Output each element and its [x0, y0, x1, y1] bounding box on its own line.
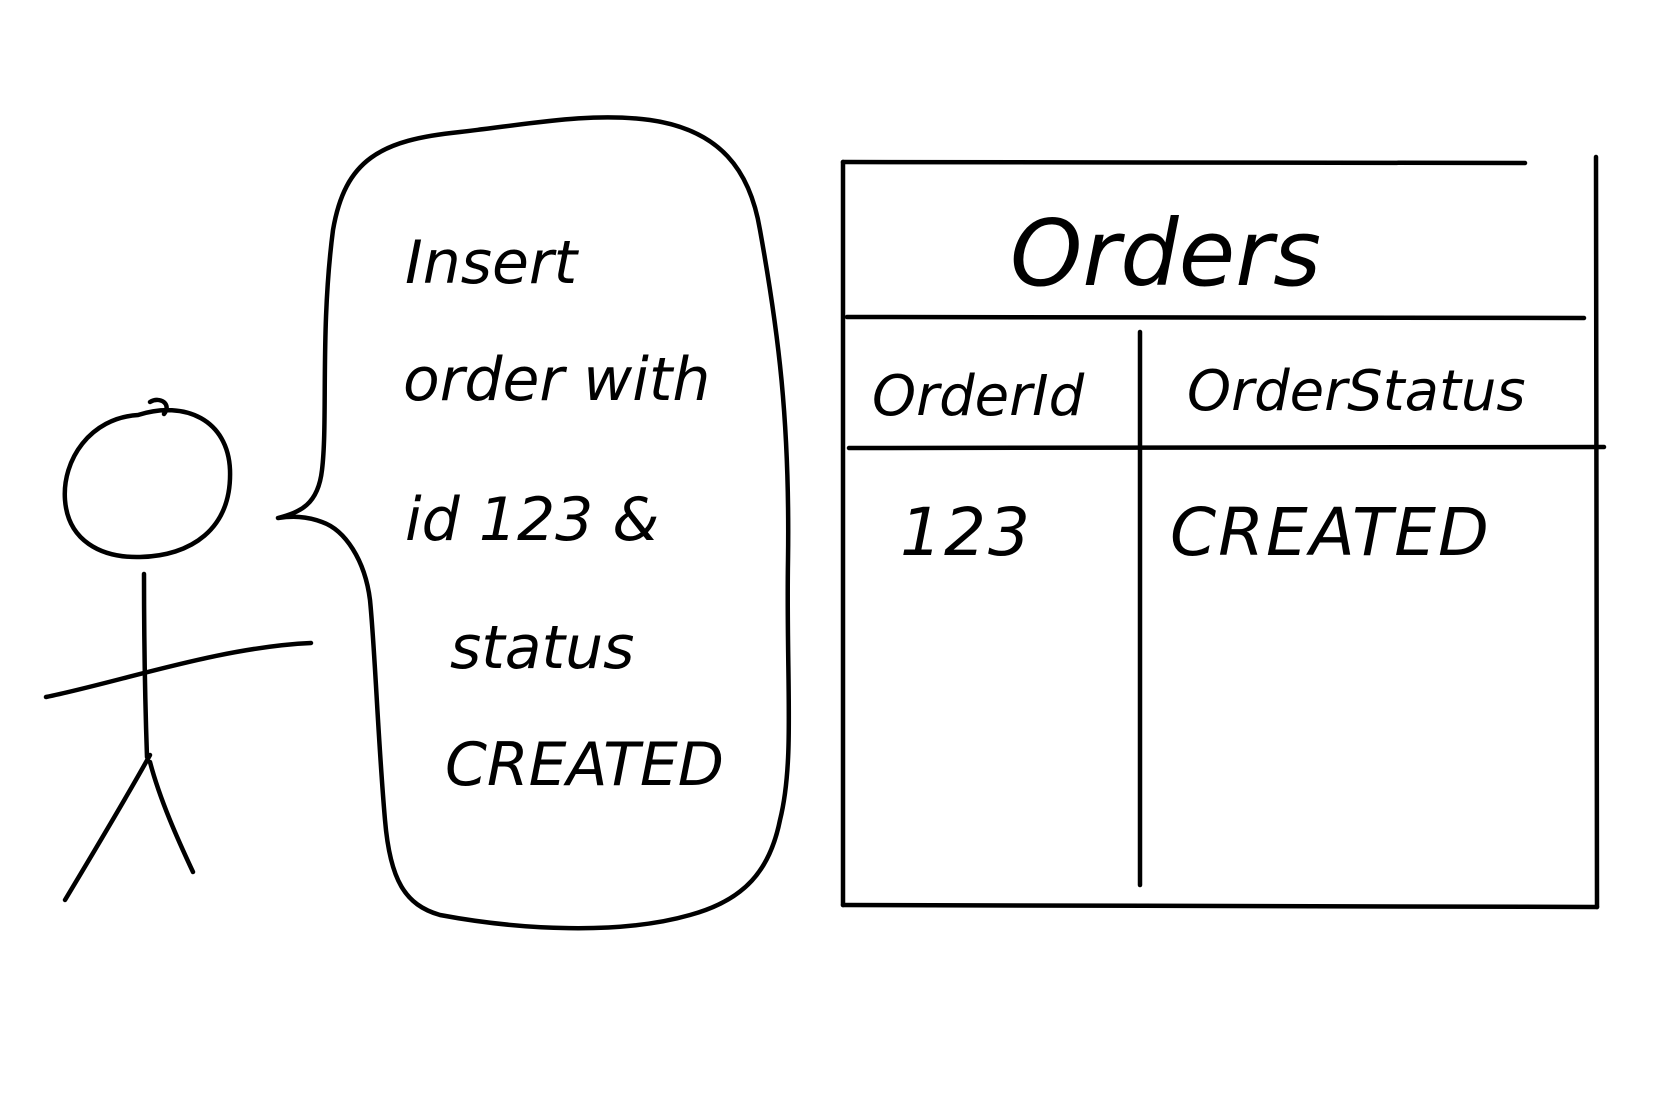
- speech-bubble-line-4: status: [450, 613, 634, 683]
- stick-figure-arms: [43, 640, 314, 700]
- table-title: Orders: [1010, 200, 1321, 307]
- cell-orderid: 123: [900, 494, 1032, 571]
- speech-bubble-line-2: order with: [403, 345, 710, 415]
- column-header-orderstatus: OrderStatus: [1187, 359, 1526, 424]
- stick-figure-head: [62, 397, 233, 560]
- speech-bubble-line-1: Insert: [405, 228, 580, 298]
- table-header-divider: [846, 444, 1607, 451]
- orders-table: Orders OrderId OrderStatus 123 CREATED: [840, 154, 1607, 910]
- table-border-top: [840, 159, 1528, 166]
- table-title-divider: [844, 314, 1587, 321]
- speech-bubble-text: Insert order with id 123 & status CREATE…: [403, 228, 724, 800]
- stick-figure: [43, 397, 314, 903]
- speech-bubble: [275, 115, 792, 931]
- speech-bubble-line-5: CREATED: [445, 730, 724, 800]
- cell-orderstatus: CREATED: [1170, 494, 1491, 571]
- column-header-orderid: OrderId: [872, 364, 1085, 429]
- stick-figure-body: [141, 571, 150, 760]
- table-border-bottom: [840, 902, 1600, 910]
- speech-bubble-line-3: id 123 &: [405, 485, 659, 555]
- stick-figure-right-leg: [147, 759, 196, 875]
- stick-figure-left-leg: [62, 752, 153, 903]
- table-border-right: [1593, 154, 1600, 910]
